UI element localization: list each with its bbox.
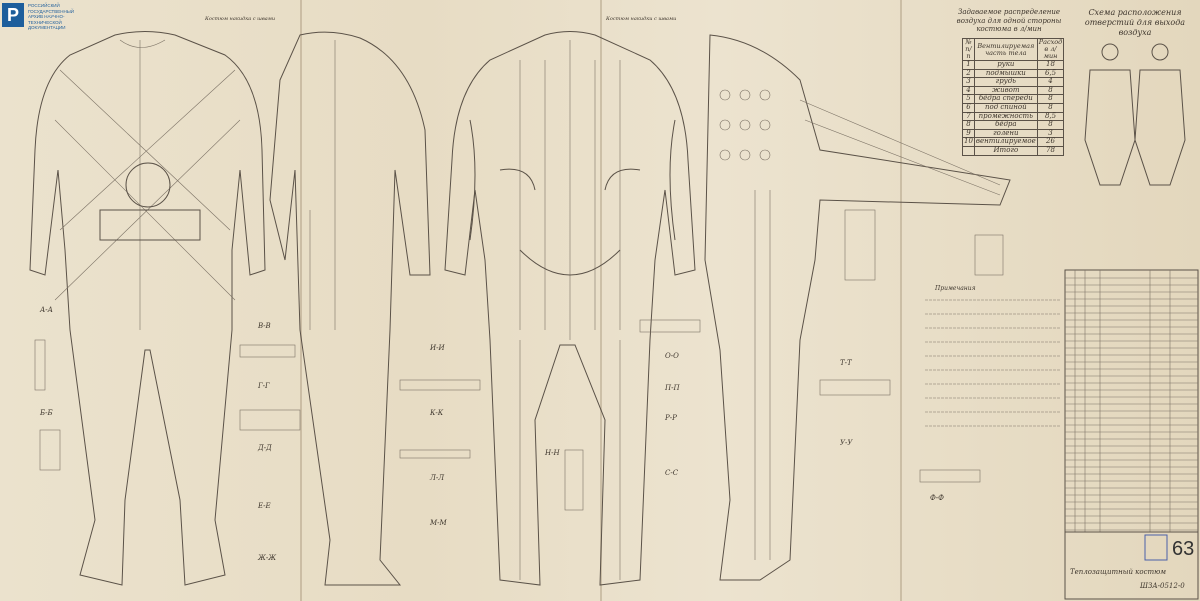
section-label: Г-Г <box>257 382 270 390</box>
air-table-cell: 1 <box>962 60 975 70</box>
section-label: Ж-Ж <box>257 554 277 562</box>
section-label: Т-Т <box>840 359 853 367</box>
section-label: А-А <box>39 306 53 314</box>
suit-side-vent-view <box>704 34 1011 581</box>
parts-list-table <box>1064 269 1199 533</box>
archive-stamp <box>1144 534 1168 561</box>
air-table-cell: 8 <box>1036 102 1065 113</box>
archive-logo-text: Российский государственный архив научно-… <box>28 3 75 30</box>
section-label: В-В <box>257 322 271 330</box>
section-label: Р-Р <box>664 414 677 422</box>
air-table-cell: 4 <box>1036 77 1065 87</box>
section-details <box>34 209 1004 511</box>
section-label: Д-Д <box>257 444 272 452</box>
air-table-cell: 3 <box>962 77 975 87</box>
vent-holes <box>719 89 771 161</box>
section-labels: А-А Б-Б В-В Г-Г Д-Д Е-Е Ж-Ж И-И К-К Л-Л … <box>39 306 944 562</box>
air-table-cell: 8 <box>962 120 975 130</box>
section-label: Б-Б <box>39 409 53 417</box>
archive-logo-mark: Р <box>2 3 24 27</box>
section-label: О-О <box>665 352 679 360</box>
section-label: К-К <box>429 409 444 417</box>
section-label: Н-Н <box>544 449 560 457</box>
notes-title: Примечания <box>934 285 976 292</box>
scheme-title: Схема расположения отверстий для выхода … <box>1084 8 1186 37</box>
air-distribution-table: № п/п Вентилируемая часть тела Расход в … <box>962 38 1065 156</box>
air-table-header: Вентилируемая часть тела <box>973 38 1038 61</box>
view-title-outer: Костюм накидка с швами <box>204 16 275 22</box>
section-label: У-У <box>840 439 853 447</box>
air-table-cell: Итого <box>973 145 1038 156</box>
drawing-name: Теплозащитный костюм <box>1070 568 1166 576</box>
section-label: Ф-Ф <box>930 494 944 502</box>
title-block: 63 Теплозащитный костюм ШЗА-0512-0 <box>1064 531 1199 600</box>
section-label: И-И <box>429 344 445 352</box>
air-table-cell: руки <box>973 60 1038 70</box>
notes-block: Примечания <box>925 285 1060 427</box>
suit-front-vent-view <box>444 31 696 586</box>
air-table-header: № п/п <box>962 38 975 61</box>
air-table-title: Задаваемое распределение воздуха для одн… <box>956 8 1062 33</box>
sheet-number: 63 <box>1172 538 1194 560</box>
view-title-vent: Костюм накидки с швами <box>605 16 676 22</box>
air-table-cell: 8 <box>1036 120 1065 130</box>
archive-logo: Р Российский государственный архив научн… <box>2 3 86 31</box>
drawing-code: ШЗА-0512-0 <box>1139 582 1185 590</box>
air-table-cell: 6 <box>962 102 975 113</box>
air-table-header: Расход в л/мин <box>1036 38 1065 61</box>
air-table-cell: бёдра <box>973 120 1038 130</box>
air-table-cell: 10 <box>962 137 975 147</box>
section-label: Е-Е <box>257 502 271 510</box>
section-label: Л-Л <box>429 474 444 482</box>
air-table-cell: 78 <box>1036 145 1065 156</box>
section-label: П-П <box>664 384 680 392</box>
air-table-cell: под спиной <box>973 102 1038 113</box>
section-label: М-М <box>429 519 448 527</box>
section-label: С-С <box>665 469 679 477</box>
air-table-cell: грудь <box>973 77 1038 87</box>
suit-back-outer-view <box>269 31 431 586</box>
air-table-cell: 18 <box>1036 60 1065 70</box>
air-table-cell <box>962 145 975 156</box>
suit-front-outer-view <box>29 31 266 586</box>
air-outlet-scheme <box>1084 43 1186 186</box>
